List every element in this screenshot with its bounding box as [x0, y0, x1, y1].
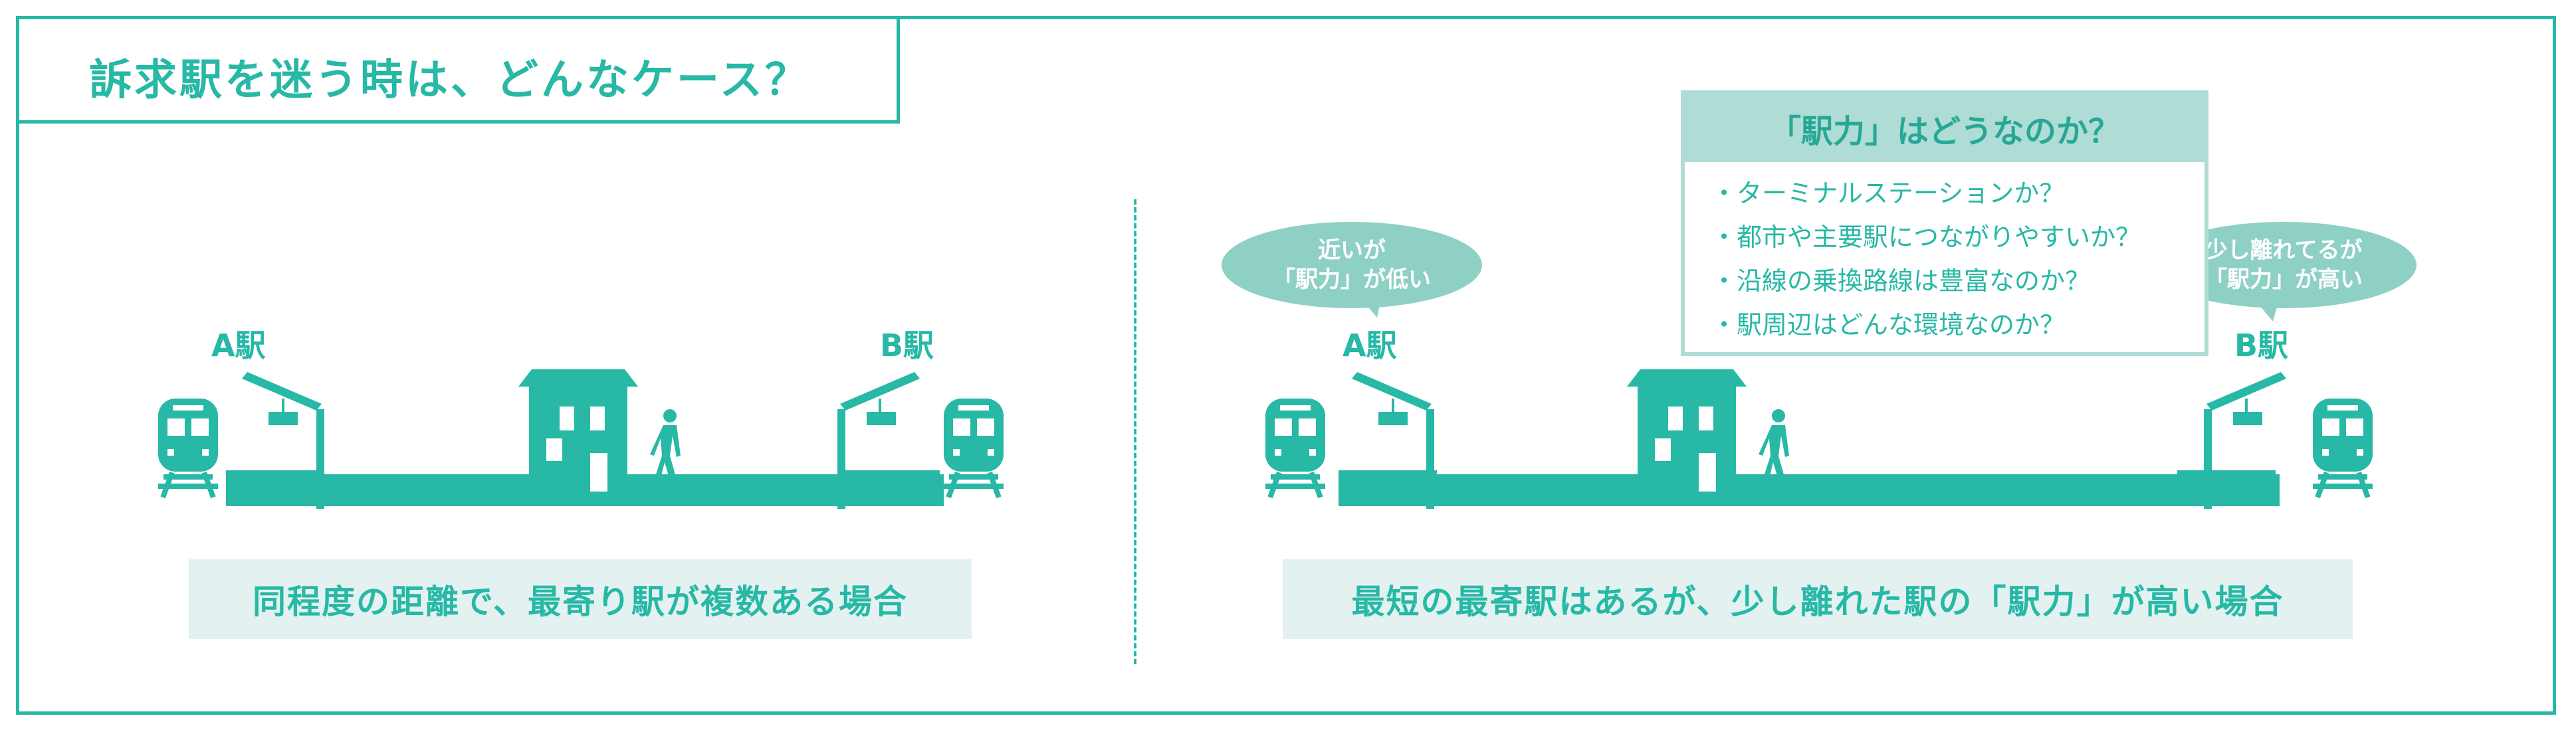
bubble-far-line2: 「駅力」が高い: [2204, 266, 2363, 293]
train-icon: [1265, 399, 1325, 499]
right-track: [1340, 474, 2280, 506]
right-station-a-label: A駅: [1342, 327, 1397, 363]
left-station-b-label: B駅: [880, 327, 934, 363]
page-title: 訴求駅を迷う時は、どんなケース？: [89, 56, 810, 105]
question-list: ・ターミナルステーションか？ ・都市や主要駅につながりやすいか？ ・沿線の乗換路…: [1685, 162, 2204, 347]
walking-person-icon: [1759, 409, 1789, 489]
left-station-a-label: A駅: [211, 327, 266, 363]
right-platform-b: [2177, 470, 2276, 506]
train-icon: [944, 399, 1004, 499]
house-icon: [518, 369, 638, 492]
right-station-b-label: B駅: [2234, 327, 2289, 363]
left-platform-b: [841, 470, 940, 506]
bubble-near-station: 近いが 「駅力」が低い: [1222, 222, 1482, 308]
bubble-far-line1: 少し離れてるが: [2204, 236, 2363, 264]
right-platform-a: [1339, 470, 1437, 506]
question-item: ・駅周辺はどんな環境なのか？: [1711, 310, 2066, 339]
platform-canopy-icon: [242, 372, 324, 509]
house-icon: [1627, 369, 1747, 492]
question-item: ・沿線の乗換路線は豊富なのか？: [1711, 266, 2091, 296]
platform-canopy-icon: [837, 372, 920, 509]
left-caption: 同程度の距離で、最寄り駅が複数ある場合: [189, 559, 972, 639]
walking-person-icon: [650, 409, 681, 489]
question-item: ・都市や主要駅につながりやすいか？: [1711, 223, 2141, 252]
panel-divider: [1134, 199, 1136, 664]
bubble-near-line2: 「駅力」が低い: [1273, 266, 1431, 293]
outer-frame: [16, 16, 2556, 715]
left-platform-a: [226, 470, 324, 506]
train-icon: [158, 399, 218, 499]
train-icon: [2313, 399, 2373, 499]
bubble-near-line1: 近いが: [1318, 236, 1386, 264]
right-caption: 最短の最寄駅はあるが、少し離れた駅の「駅力」が高い場合: [1283, 559, 2353, 639]
question-box: 「駅力」はどうなのか？ ・ターミナルステーションか？ ・都市や主要駅につながりや…: [1681, 90, 2208, 356]
platform-canopy-icon: [2204, 372, 2286, 509]
question-item: ・ターミナルステーションか？: [1711, 179, 2065, 208]
title-box: 訴求駅を迷う時は、どんなケース？: [16, 16, 900, 124]
question-title: 「駅力」はどうなのか？: [1685, 94, 2204, 162]
platform-canopy-icon: [1352, 372, 1434, 509]
